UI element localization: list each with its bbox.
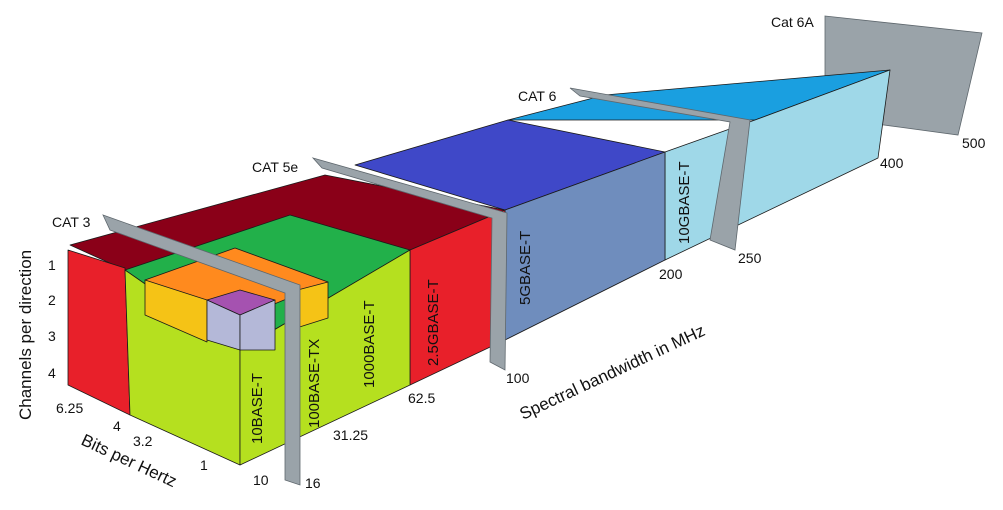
- bandwidth-tick: 62.5: [408, 390, 435, 406]
- right-face-1000base: [239, 249, 411, 466]
- bits-tick: 4: [113, 418, 121, 434]
- front-face-100basetx: [144, 279, 208, 343]
- label-10gbase-t: 10GBASE-T: [676, 161, 693, 244]
- cat6-plane: [569, 87, 751, 251]
- bandwidth-axis-label: Spectral bandwidth in MHz: [517, 321, 708, 424]
- channels-tick: 3: [48, 328, 56, 344]
- bandwidth-tick: 31.25: [333, 427, 368, 443]
- cat3-label: CAT 3: [52, 214, 91, 230]
- label-5gbase-t: 5GBASE-T: [517, 231, 534, 305]
- cat5e-plane: [311, 157, 508, 371]
- cat6-label: CAT 6: [518, 88, 557, 104]
- channels-tick: 2: [48, 292, 56, 308]
- label-100base-tx: 100BASE-TX: [306, 339, 323, 428]
- right-face-10base: [239, 299, 276, 351]
- label-10base-t: 10BASE-T: [249, 373, 266, 444]
- bandwidth-tick: 250: [738, 250, 762, 266]
- bandwidth-tick: 16: [305, 475, 321, 491]
- bandwidth-tick: 400: [880, 155, 904, 171]
- channels-axis-label: Channels per direction: [16, 250, 35, 420]
- bits-tick: 6.25: [56, 400, 83, 416]
- bandwidth-tick: 200: [659, 266, 683, 282]
- label-1000base-t: 1000BASE-T: [361, 300, 378, 388]
- bandwidth-tick: 10: [253, 472, 269, 488]
- bandwidth-tick: 100: [506, 370, 530, 386]
- bits-tick: 1: [200, 457, 208, 473]
- label-2-5gbase-t: 2.5GBASE-T: [425, 279, 442, 366]
- cat6a-label: Cat 6A: [771, 14, 814, 30]
- bits-tick: 3.2: [133, 433, 153, 449]
- bandwidth-tick: 500: [962, 135, 986, 151]
- cat3-plane: [102, 214, 301, 486]
- channels-tick: 4: [48, 365, 56, 381]
- channels-tick: 1: [48, 257, 56, 273]
- cat5e-label: CAT 5e: [252, 159, 298, 175]
- left-face-2-5gbase: [67, 249, 131, 416]
- bits-axis-label: Bits per Hertz: [78, 430, 179, 491]
